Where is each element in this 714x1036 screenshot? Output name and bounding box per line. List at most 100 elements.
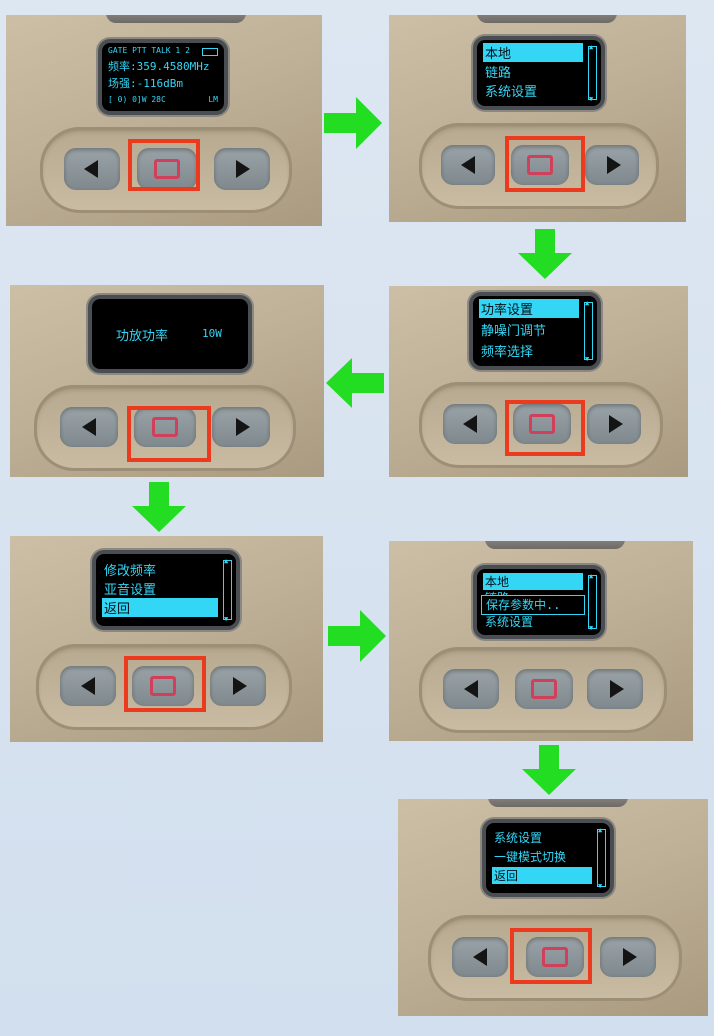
right-key[interactable]	[587, 404, 641, 444]
oled-screen: 修改频率 亚音设置 返回	[96, 554, 236, 626]
center-key[interactable]	[137, 148, 197, 190]
scrollbar	[588, 572, 597, 632]
green-arrow-icon	[326, 358, 384, 408]
center-key[interactable]	[134, 407, 196, 447]
status-line: GATE PTT TALK 1 2	[108, 46, 190, 55]
square-icon	[527, 155, 553, 175]
left-key[interactable]	[443, 669, 499, 709]
keypad	[419, 647, 667, 733]
pressed-key-highlight	[510, 928, 592, 984]
menu-item-back[interactable]: 返回	[492, 867, 592, 884]
scrollbar	[597, 826, 606, 890]
step-2-panel: 本地 链路 系统设置	[389, 15, 686, 222]
step-5-panel: 修改频率 亚音设置 返回	[10, 536, 323, 742]
right-arrow-icon	[609, 415, 623, 433]
step-4-panel: 功放功率 10W	[10, 285, 324, 477]
scrollbar	[223, 557, 232, 623]
right-arrow-icon	[236, 418, 250, 436]
center-key[interactable]	[526, 937, 584, 977]
right-arrow-icon	[233, 677, 247, 695]
square-icon	[150, 676, 176, 696]
right-key[interactable]	[600, 937, 656, 977]
menu-item-subtone[interactable]: 亚音设置	[104, 583, 157, 598]
oled-screen: 功放功率 10W	[92, 299, 248, 369]
right-arrow-icon	[623, 948, 637, 966]
menu-item-system[interactable]: 系统设置	[494, 831, 543, 845]
menu-item-system[interactable]: 系统设置	[485, 85, 538, 100]
pressed-key-highlight	[505, 136, 585, 192]
keypad	[419, 123, 659, 209]
left-arrow-icon	[84, 160, 98, 178]
right-key[interactable]	[585, 145, 639, 185]
left-key[interactable]	[60, 666, 116, 706]
square-icon	[542, 947, 568, 967]
left-arrow-icon	[461, 156, 475, 174]
menu-item-squelch[interactable]: 静噪门调节	[481, 324, 547, 339]
power-label: 功放功率	[116, 329, 169, 344]
menu-item-modify-frequency[interactable]: 修改频率	[104, 564, 157, 579]
oled-screen: 本地 链路 系统设置	[477, 40, 601, 106]
menu-item-local[interactable]: 本地	[483, 43, 583, 62]
pressed-key-highlight	[505, 400, 585, 456]
green-arrow-icon	[132, 482, 186, 532]
left-key[interactable]	[64, 148, 120, 190]
frequency-line: 频率:359.4580MHz	[108, 60, 210, 73]
center-key[interactable]	[515, 669, 573, 709]
green-arrow-icon	[522, 745, 576, 795]
left-key[interactable]	[60, 407, 118, 447]
menu-item-back[interactable]: 返回	[102, 598, 218, 617]
center-key[interactable]	[513, 404, 571, 444]
saving-popup: 保存参数中..	[481, 595, 585, 615]
right-key[interactable]	[214, 148, 270, 190]
square-icon	[154, 159, 180, 179]
menu-item-frequency-select[interactable]: 频率选择	[481, 345, 534, 360]
right-key[interactable]	[587, 669, 643, 709]
left-arrow-icon	[463, 415, 477, 433]
left-key[interactable]	[452, 937, 508, 977]
menu-item-link[interactable]: 链路	[485, 66, 512, 81]
mode-indicator: LM	[208, 95, 218, 104]
menu-item-local[interactable]: 本地	[483, 573, 583, 590]
left-arrow-icon	[473, 948, 487, 966]
device-top-tab	[488, 799, 628, 807]
right-key[interactable]	[210, 666, 266, 706]
step-3-panel: 功率设置 静噪门调节 频率选择	[389, 286, 688, 477]
battery-icon	[202, 48, 218, 56]
keypad	[36, 644, 292, 730]
left-arrow-icon	[81, 677, 95, 695]
oled-screen: 本地 链路 系统设置 保存参数中..	[477, 569, 601, 635]
step-7-panel: 系统设置 一键模式切换 返回	[398, 799, 708, 1016]
keypad	[419, 382, 663, 468]
right-arrow-icon	[236, 160, 250, 178]
right-key[interactable]	[212, 407, 270, 447]
right-arrow-icon	[607, 156, 621, 174]
oled-screen: GATE PTT TALK 1 2 频率:359.4580MHz 场强:-116…	[102, 43, 224, 111]
step-6-panel: 本地 链路 系统设置 保存参数中..	[389, 541, 693, 741]
keypad	[34, 385, 296, 471]
oled-screen: 功率设置 静噪门调节 频率选择	[473, 296, 597, 366]
pressed-key-highlight	[128, 139, 200, 191]
pressed-key-highlight	[127, 406, 211, 462]
center-key[interactable]	[511, 145, 569, 185]
power-value: 10W	[202, 327, 222, 340]
square-icon	[529, 414, 555, 434]
left-arrow-icon	[464, 680, 478, 698]
right-arrow-icon	[610, 680, 624, 698]
square-icon	[531, 679, 557, 699]
left-key[interactable]	[441, 145, 495, 185]
menu-item-system[interactable]: 系统设置	[485, 615, 534, 629]
menu-item-mode-switch[interactable]: 一键模式切换	[494, 850, 567, 864]
green-arrow-icon	[518, 229, 572, 279]
device-top-tab	[485, 541, 625, 549]
green-arrow-icon	[324, 97, 382, 149]
green-arrow-icon	[328, 610, 386, 662]
left-key[interactable]	[443, 404, 497, 444]
scrollbar	[588, 43, 597, 103]
menu-item-power-setting[interactable]: 功率设置	[479, 299, 579, 318]
power-temp-line: [ 0) 0]W 28C	[108, 95, 166, 104]
center-key[interactable]	[132, 666, 194, 706]
device-top-tab	[477, 15, 617, 23]
step-1-panel: GATE PTT TALK 1 2 频率:359.4580MHz 场强:-116…	[6, 15, 322, 226]
scrollbar	[584, 299, 593, 363]
pressed-key-highlight	[124, 656, 206, 712]
